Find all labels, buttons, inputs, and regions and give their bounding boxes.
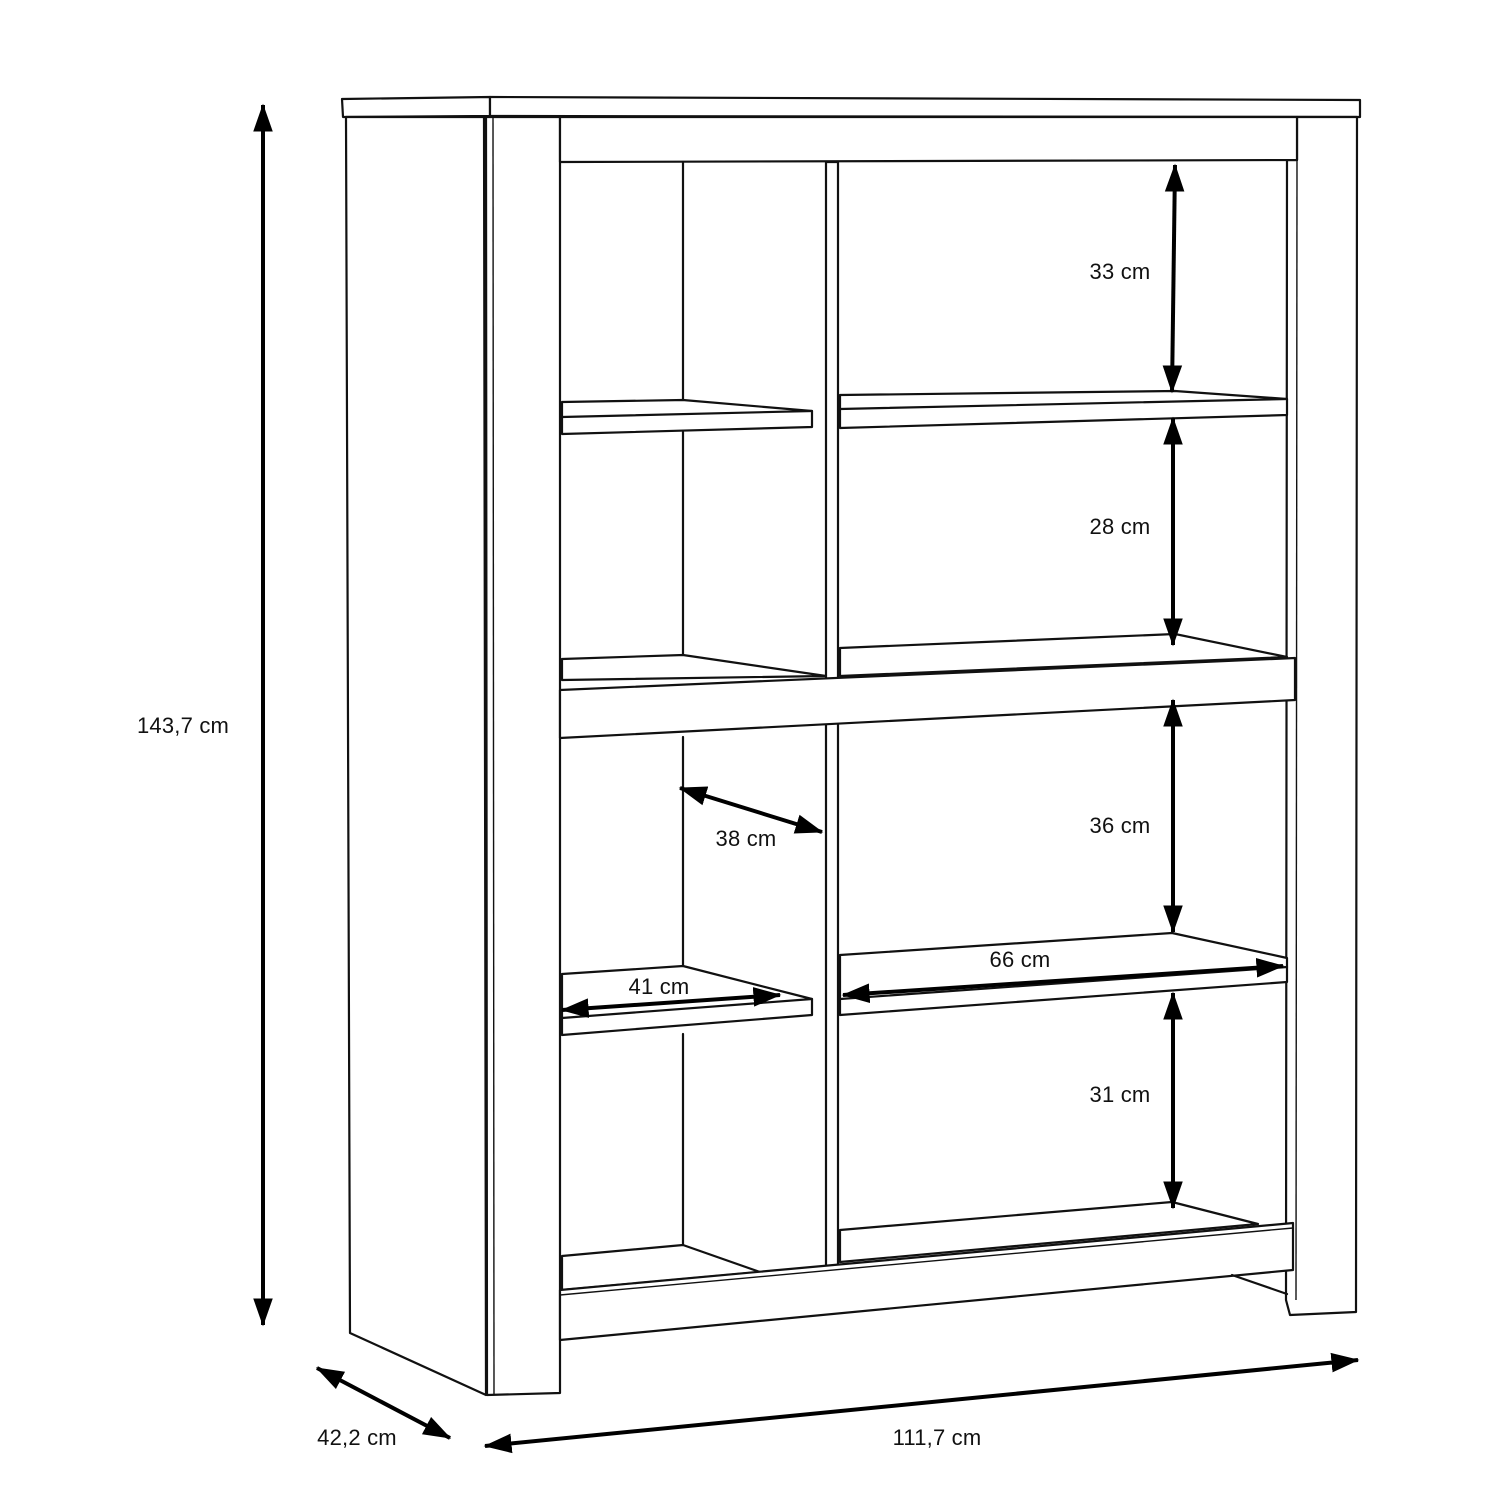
dimension-label-right_shelf_width: 66 cm: [989, 947, 1051, 972]
dimension-label-compartment_1: 33 cm: [1089, 259, 1151, 284]
dimension-arrow-width_total: [483, 1352, 1360, 1454]
dimension-label-height_total: 143,7 cm: [136, 713, 230, 738]
top-board: [340, 95, 492, 119]
right-upper-shelf: [838, 389, 1289, 430]
dimension-arrow-compartment_1: [1162, 163, 1185, 394]
dimension-label-depth_total: 42,2 cm: [317, 1425, 397, 1450]
dimension-label-left_shelf_width: 41 cm: [628, 974, 690, 999]
middle-rail: [558, 656, 1297, 740]
dimension-arrow-left_shelf_width: [560, 987, 782, 1018]
dimension-label-compartment_2: 28 cm: [1089, 514, 1151, 539]
right-lower-shelf: [838, 931, 1289, 1017]
dimension-label-width_total: 111,7 cm: [892, 1425, 982, 1450]
dimension-arrow-depth_total: [315, 1366, 452, 1440]
left-front-post: [484, 115, 562, 1397]
dimension-arrow-shelf_depth: [678, 786, 824, 834]
top-rail: [558, 115, 1299, 164]
dimension-label-compartment_4: 31 cm: [1089, 1082, 1151, 1107]
dimension-arrow-right_shelf_width: [841, 957, 1285, 1004]
bottom-rail: [558, 1221, 1295, 1342]
left-upper-shelf: [560, 398, 814, 436]
left-side-panel: [344, 115, 488, 1397]
dimension-label-shelf_depth: 38 cm: [715, 826, 777, 851]
cabinet-body: [340, 95, 1362, 1397]
dimension-label-compartment_3: 36 cm: [1089, 813, 1151, 838]
dimension-arrows: [253, 103, 1360, 1454]
